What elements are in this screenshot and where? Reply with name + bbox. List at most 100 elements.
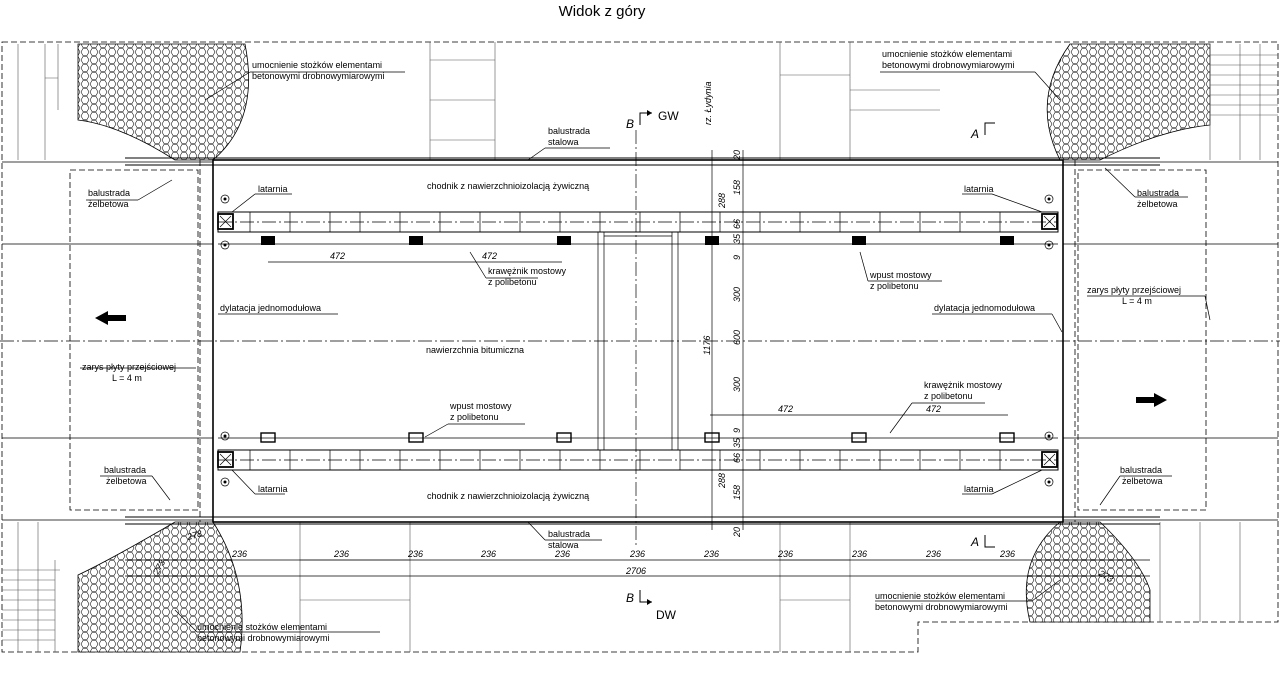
- label-slab-right-2: L = 4 m: [1122, 296, 1152, 306]
- label-curb-top-1: krawężnik mostowy: [488, 266, 567, 276]
- north-direction-label: GW: [658, 109, 679, 123]
- label-rail-rc-tr-2: żelbetowa: [1137, 199, 1178, 209]
- traffic-arrow-right-icon: [1136, 393, 1167, 407]
- transition-slab-left: [69, 169, 199, 511]
- traffic-arrow-left-icon: [95, 311, 126, 325]
- label-rail-steel-bot-1: balustrada: [548, 529, 590, 539]
- label-slab-right-1: zarys płyty przejściowej: [1087, 285, 1181, 295]
- lamp-top-left-icon: [217, 194, 234, 250]
- label-rail-rc-bl-2: żelbetowa: [106, 476, 147, 486]
- label-rail-rc-tl-2: żelbetowa: [88, 199, 129, 209]
- bay-dimensions: 236 236 236 236 236 236 236 236 236 236 …: [231, 549, 1015, 559]
- steel-railing-lines: [125, 157, 1160, 525]
- section-a-bottom-label: A: [970, 535, 979, 549]
- dim-472-bot-2: 472: [926, 404, 941, 414]
- dim-278-left: 278: [185, 528, 203, 542]
- curb-axes: [218, 221, 1058, 461]
- section-b-top-label: B: [626, 117, 634, 131]
- label-cones-tr-2: betonowymi drobnowymiarowymi: [882, 60, 1015, 70]
- dim-total-span: 2706: [625, 566, 646, 576]
- label-curb-bot-2: z polibetonu: [924, 391, 973, 401]
- svg-text:236: 236: [333, 549, 349, 559]
- svg-text:236: 236: [480, 549, 496, 559]
- label-slab-left-2: L = 4 m: [112, 373, 142, 383]
- label-inlet-bot-2: z polibetonu: [450, 412, 499, 422]
- approach-road-left: [2, 161, 213, 521]
- section-a-bottom-marker: [984, 535, 995, 548]
- label-slab-left-1: zarys płyty przejściowej: [82, 362, 176, 372]
- label-rail-steel-top-1: balustrada: [548, 126, 590, 136]
- cone-reinforcement-bottom-right: [1025, 521, 1151, 623]
- drain-inlets-bottom: [260, 432, 1015, 443]
- svg-text:236: 236: [629, 549, 645, 559]
- label-lamp-tl: latarnia: [258, 184, 288, 194]
- label-cones-br-2: betonowymi drobnowymiarowymi: [875, 602, 1008, 612]
- label-sidewalk-bot: chodnik z nawierzchnioizolacją żywiczną: [427, 491, 589, 501]
- dim-472-top-2: 472: [482, 251, 497, 261]
- label-rail-rc-bl-1: balustrada: [104, 465, 146, 475]
- svg-text:35: 35: [732, 233, 742, 244]
- label-sidewalk-top: chodnik z nawierzchnioizolacją żywiczną: [427, 181, 589, 191]
- vertical-dimensions: 20 158 288 66 35 9 300 600 1176 300 9 35…: [702, 150, 742, 538]
- river-channel: [597, 232, 679, 450]
- label-asphalt: nawierzchnia bitumiczna: [426, 345, 524, 355]
- site-boundary: [1, 41, 1279, 653]
- svg-text:236: 236: [407, 549, 423, 559]
- river-name-label: rz. Łydynia: [703, 81, 713, 125]
- cone-reinforcement-top-left: [77, 43, 250, 161]
- label-cones-tl-1: umocnienie stożków elementami: [252, 60, 382, 70]
- svg-text:9: 9: [732, 255, 742, 260]
- label-cones-bl-1: umocnienie stożków elementami: [197, 622, 327, 632]
- label-rail-rc-br-1: balustrada: [1120, 465, 1162, 475]
- label-rail-steel-bot-2: stalowa: [548, 540, 579, 550]
- label-rail-rc-tl-1: balustrada: [88, 188, 130, 198]
- label-inlet-top-1: wpust mostowy: [869, 270, 932, 280]
- svg-text:288: 288: [717, 473, 727, 489]
- label-lamp-bl: latarnia: [258, 484, 288, 494]
- svg-text:9: 9: [732, 428, 742, 433]
- transition-slab-right: [1077, 169, 1207, 511]
- dimension-lines: [125, 150, 1150, 577]
- label-curb-top-2: z polibetonu: [488, 277, 537, 287]
- left-abutment-lines: [2, 44, 60, 652]
- label-rail-rc-tr-1: balustrada: [1137, 188, 1179, 198]
- dim-472-top-1: 472: [330, 251, 345, 261]
- svg-text:20: 20: [732, 150, 742, 161]
- lamp-top-right-icon: [1041, 194, 1058, 250]
- section-b-top-marker: [639, 112, 652, 125]
- svg-text:66: 66: [732, 219, 742, 229]
- right-abutment-lines: [1159, 44, 1278, 622]
- section-a-top-marker: [984, 122, 995, 135]
- label-cones-tl-2: betonowymi drobnowymiarowymi: [252, 71, 385, 81]
- label-lamp-tr: latarnia: [964, 184, 994, 194]
- drawing-title: Widok z góry: [559, 3, 646, 20]
- label-curb-bot-1: krawężnik mostowy: [924, 380, 1003, 390]
- svg-text:236: 236: [999, 549, 1015, 559]
- label-cones-tr-1: umocnienie stożków elementami: [882, 49, 1012, 59]
- dim-472-bot-1: 472: [778, 404, 793, 414]
- svg-text:300: 300: [732, 377, 742, 392]
- svg-text:236: 236: [703, 549, 719, 559]
- svg-text:20: 20: [732, 527, 742, 538]
- svg-text:600: 600: [732, 330, 742, 345]
- carriageway-edges: [218, 243, 1058, 439]
- approach-road-right: [1063, 161, 1278, 521]
- svg-text:300: 300: [732, 287, 742, 302]
- svg-text:35: 35: [732, 437, 742, 448]
- svg-text:288: 288: [717, 193, 727, 209]
- svg-text:236: 236: [777, 549, 793, 559]
- section-a-top-label: A: [970, 127, 979, 141]
- section-b-bottom-marker: [639, 590, 652, 603]
- south-direction-label: DW: [656, 608, 677, 622]
- leader-lines: [80, 71, 1211, 633]
- svg-text:236: 236: [851, 549, 867, 559]
- label-inlet-bot-1: wpust mostowy: [449, 401, 512, 411]
- cone-reinforcement-top-right: [1046, 43, 1211, 161]
- label-joint-right: dylatacja jednomodułowa: [934, 303, 1035, 313]
- lamp-bottom-right-icon: [1041, 431, 1058, 487]
- label-lamp-br: latarnia: [964, 484, 994, 494]
- label-inlet-top-2: z polibetonu: [870, 281, 919, 291]
- svg-text:236: 236: [554, 549, 570, 559]
- svg-text:236: 236: [925, 549, 941, 559]
- lamp-bottom-left-icon: [217, 431, 234, 487]
